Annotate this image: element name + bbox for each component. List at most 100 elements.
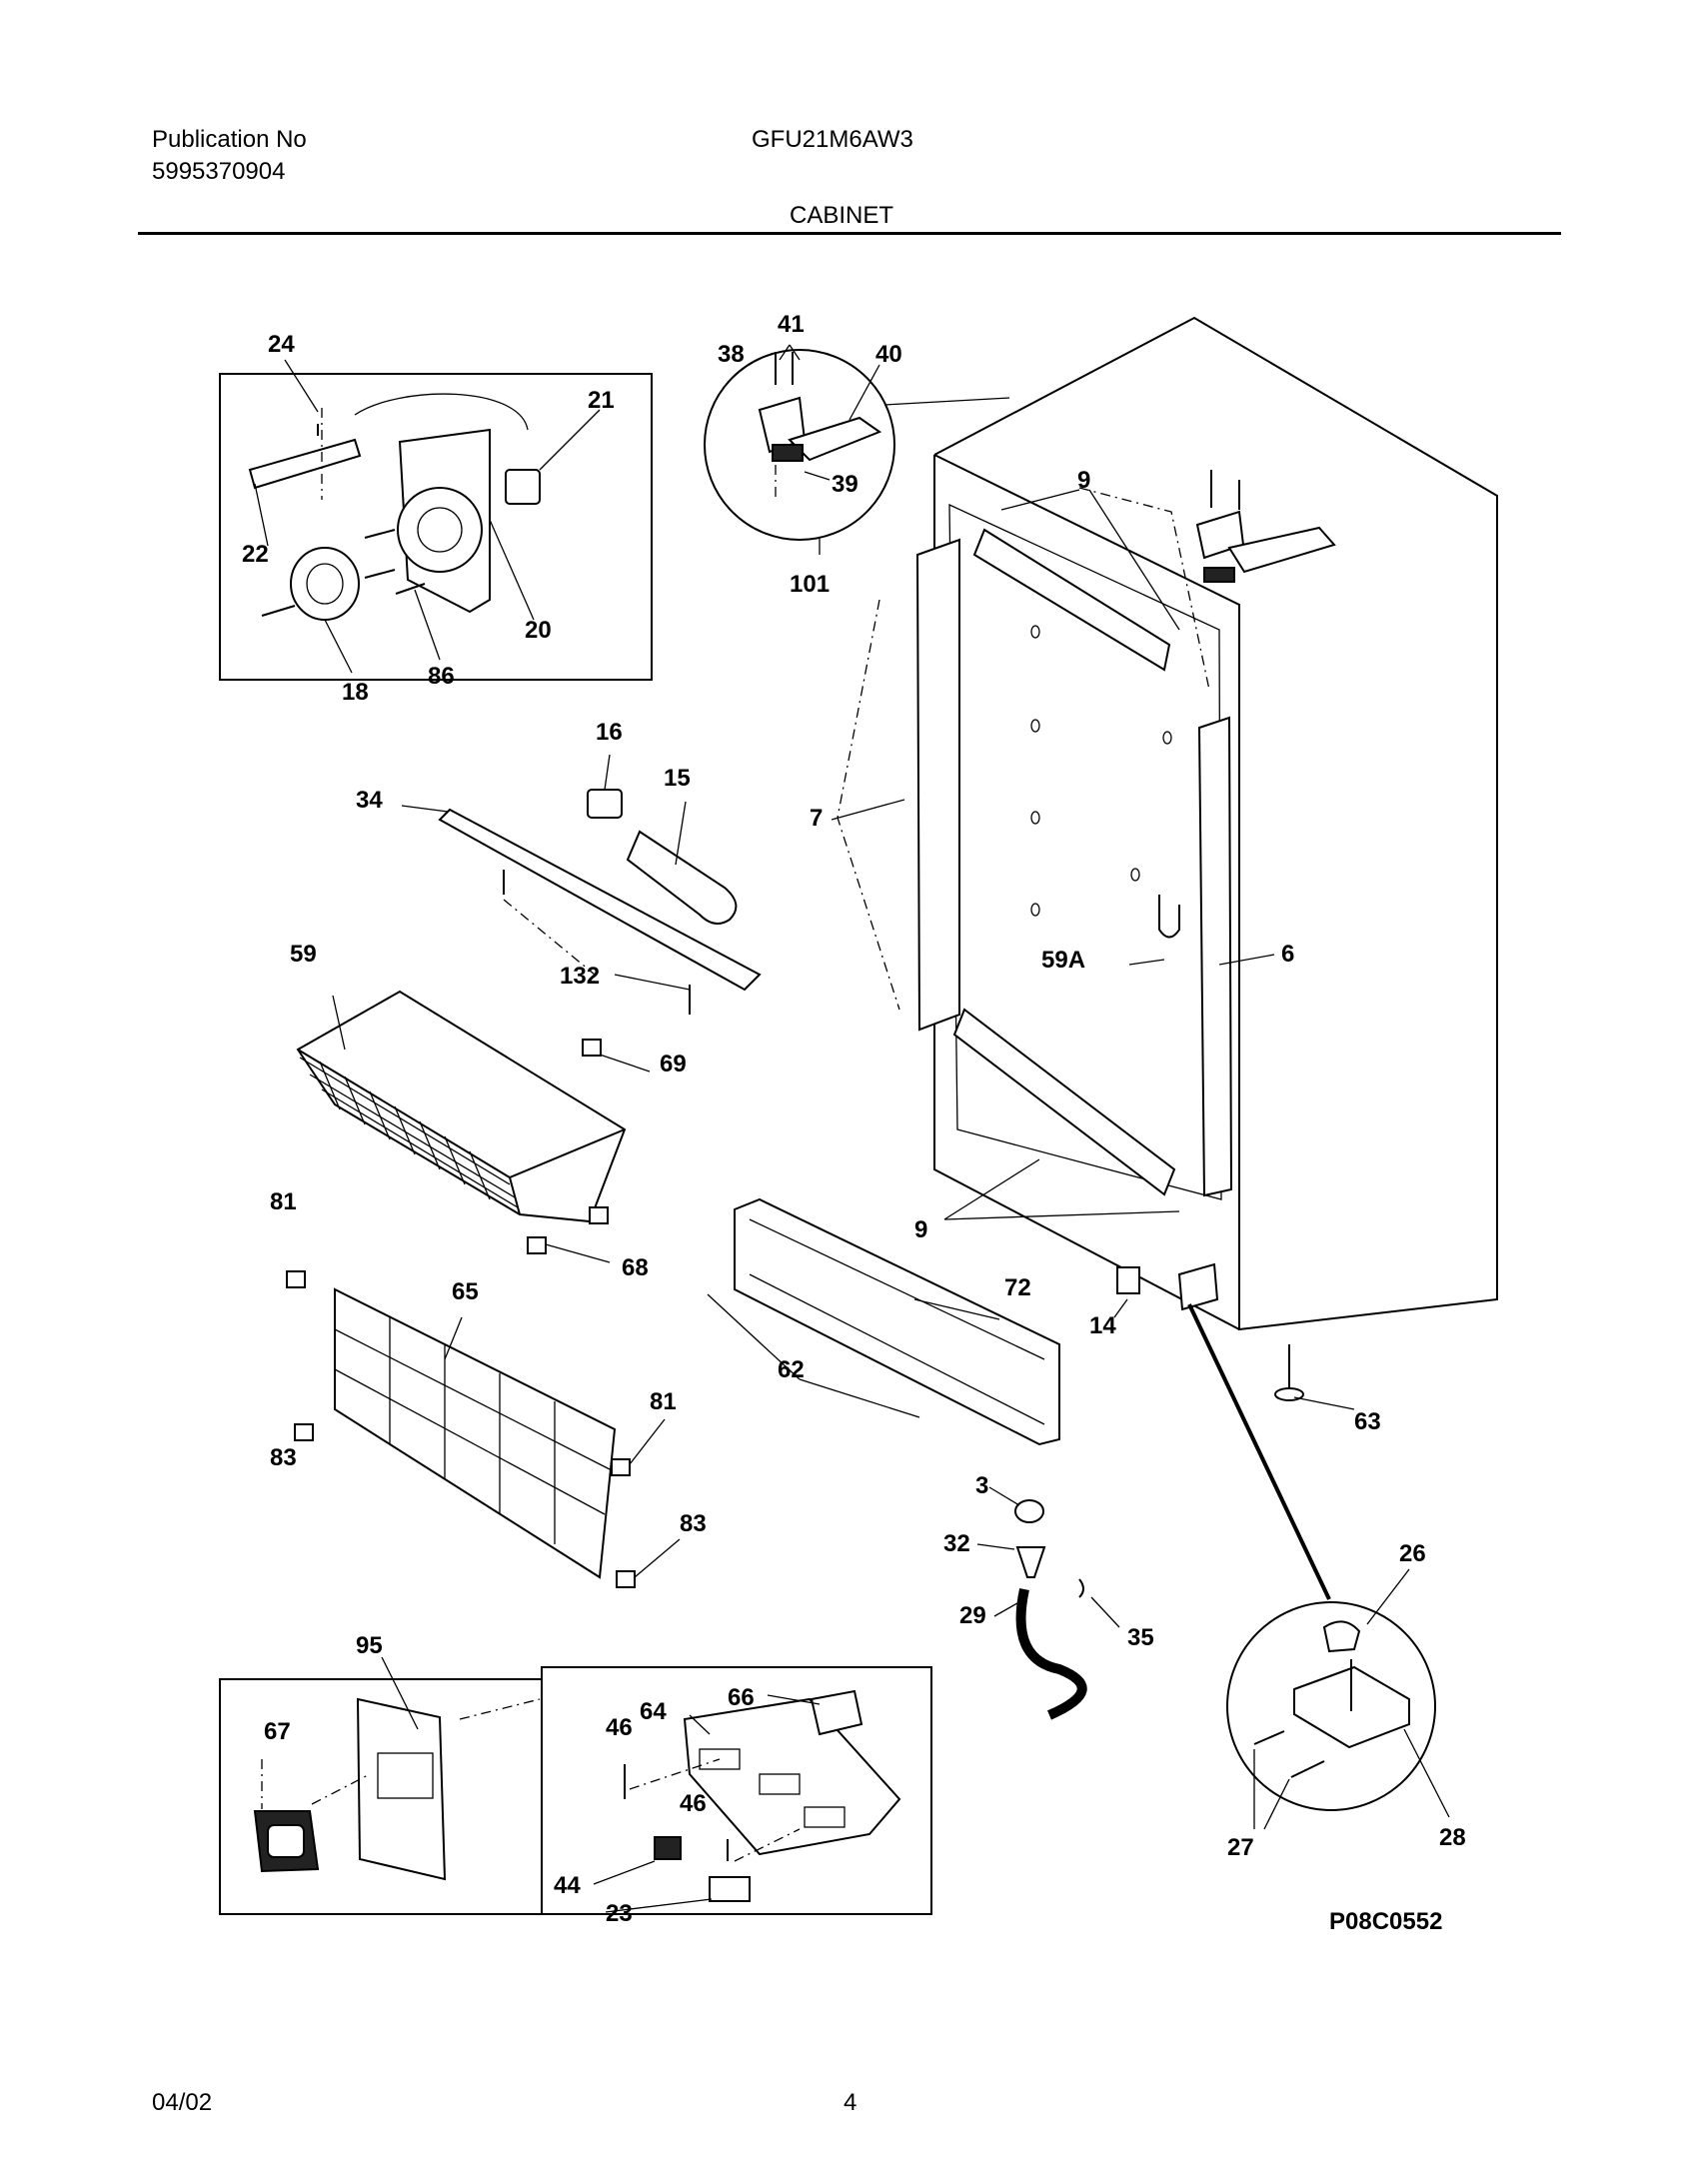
callout-21: 21	[588, 387, 615, 414]
breaker-strip-bottom	[952, 1008, 1176, 1196]
divider-frame	[334, 1287, 617, 1579]
callout-23: 23	[606, 1900, 633, 1927]
callout-63: 63	[1354, 1408, 1381, 1435]
callout-46-upper: 46	[606, 1714, 633, 1741]
callout-83-left: 83	[270, 1444, 297, 1471]
drawing-code: P08C0552	[1329, 1908, 1442, 1935]
callout-26: 26	[1399, 1540, 1426, 1567]
basket-wires	[299, 1057, 519, 1208]
control-box-right	[541, 1666, 932, 1915]
basket-clip	[527, 1236, 547, 1254]
wire-basket	[296, 990, 651, 1263]
door-gasket-left	[915, 538, 960, 1032]
callout-72: 72	[1004, 1274, 1031, 1301]
lower-hinge-circle	[1226, 1601, 1436, 1811]
drain-grommet	[1015, 1546, 1046, 1578]
callout-7: 7	[810, 805, 823, 832]
callout-35: 35	[1127, 1624, 1154, 1651]
fan-shroud-opening	[397, 487, 483, 573]
toe-grille	[707, 1197, 1060, 1446]
callout-15: 15	[664, 765, 691, 792]
control-panel-assembly	[219, 1656, 932, 1915]
hinge-pin	[772, 444, 804, 462]
callout-67: 67	[264, 1718, 291, 1745]
callout-46-lower: 46	[680, 1790, 707, 1817]
basket-outline	[296, 990, 627, 1223]
basket-hook	[1158, 895, 1180, 939]
callout-29: 29	[959, 1602, 986, 1629]
light-shield	[438, 808, 762, 992]
light-socket	[587, 789, 623, 819]
basket-stop	[582, 1039, 602, 1057]
toe-grille-panel	[734, 1197, 1060, 1446]
drain-plug	[1014, 1499, 1044, 1523]
header-rule	[138, 232, 1561, 235]
callout-83-right: 83	[680, 1510, 707, 1537]
control-box-left	[219, 1678, 543, 1915]
freezer-cabinet	[831, 316, 1498, 1331]
door-gasket-right	[1197, 716, 1233, 1197]
light-bulb	[626, 830, 738, 925]
light-assembly	[587, 754, 738, 925]
hinge-detail-circle	[704, 349, 895, 541]
callout-39: 39	[832, 471, 858, 498]
power-switch	[654, 1836, 682, 1860]
callout-81-upper: 81	[270, 1188, 297, 1215]
door-switch	[1113, 1262, 1331, 1600]
door-switch-body	[1116, 1266, 1140, 1294]
drain-tube	[1015, 1587, 1087, 1720]
indicator-light	[709, 1876, 751, 1902]
callout-86: 86	[428, 663, 455, 690]
callout-14: 14	[1089, 1312, 1116, 1339]
fan-motor-assembly	[219, 359, 653, 681]
hinge-bracket-lower	[1177, 1262, 1219, 1311]
callout-66: 66	[728, 1684, 755, 1711]
section-title: CABINET	[790, 202, 894, 229]
hinge-bushing	[1322, 1620, 1361, 1653]
fan-motor-box	[219, 373, 653, 681]
callout-24: 24	[268, 331, 295, 358]
breaker-strip-top	[972, 528, 1171, 672]
callout-59: 59	[290, 941, 317, 968]
publication-label: Publication No	[152, 126, 307, 153]
callout-64: 64	[640, 1698, 667, 1725]
power-cord	[354, 393, 529, 431]
fan-switch	[505, 469, 541, 505]
control-wire-connector	[810, 1689, 863, 1736]
callout-9-bottom: 9	[914, 1216, 927, 1243]
callout-68: 68	[622, 1254, 649, 1281]
model-number: GFU21M6AW3	[752, 126, 913, 153]
callout-20: 20	[525, 617, 552, 644]
callout-16: 16	[596, 719, 623, 746]
callout-22: 22	[242, 541, 269, 568]
callout-28: 28	[1439, 1824, 1466, 1851]
heater-bar	[248, 438, 362, 490]
callout-41: 41	[778, 311, 805, 338]
callout-9-top: 9	[1077, 467, 1090, 494]
leveling-leg	[1274, 1344, 1355, 1410]
publication-number: 5995370904	[152, 158, 286, 185]
footer-date: 04/02	[152, 2089, 213, 2116]
control-housing	[683, 1697, 901, 1856]
drain-assembly	[976, 1486, 1120, 1720]
callout-65: 65	[452, 1278, 479, 1305]
lower-hinge-detail	[1226, 1568, 1450, 1830]
basket-divider	[286, 1270, 681, 1588]
callout-27: 27	[1227, 1834, 1254, 1861]
control-gasket	[356, 1697, 447, 1881]
shelf-cover	[401, 805, 762, 1015]
fan-motor	[290, 547, 360, 621]
callout-69: 69	[660, 1051, 687, 1078]
callout-40: 40	[875, 341, 902, 368]
callout-18: 18	[342, 679, 369, 706]
callout-62: 62	[778, 1356, 805, 1383]
callout-81-lower: 81	[650, 1388, 677, 1415]
divider-clip-a	[286, 1270, 306, 1288]
hinge-detail	[704, 344, 1010, 555]
callout-34: 34	[356, 787, 383, 814]
callout-38: 38	[718, 341, 745, 368]
callout-101: 101	[790, 571, 830, 598]
callout-6: 6	[1281, 941, 1294, 968]
callout-132: 132	[560, 963, 600, 990]
